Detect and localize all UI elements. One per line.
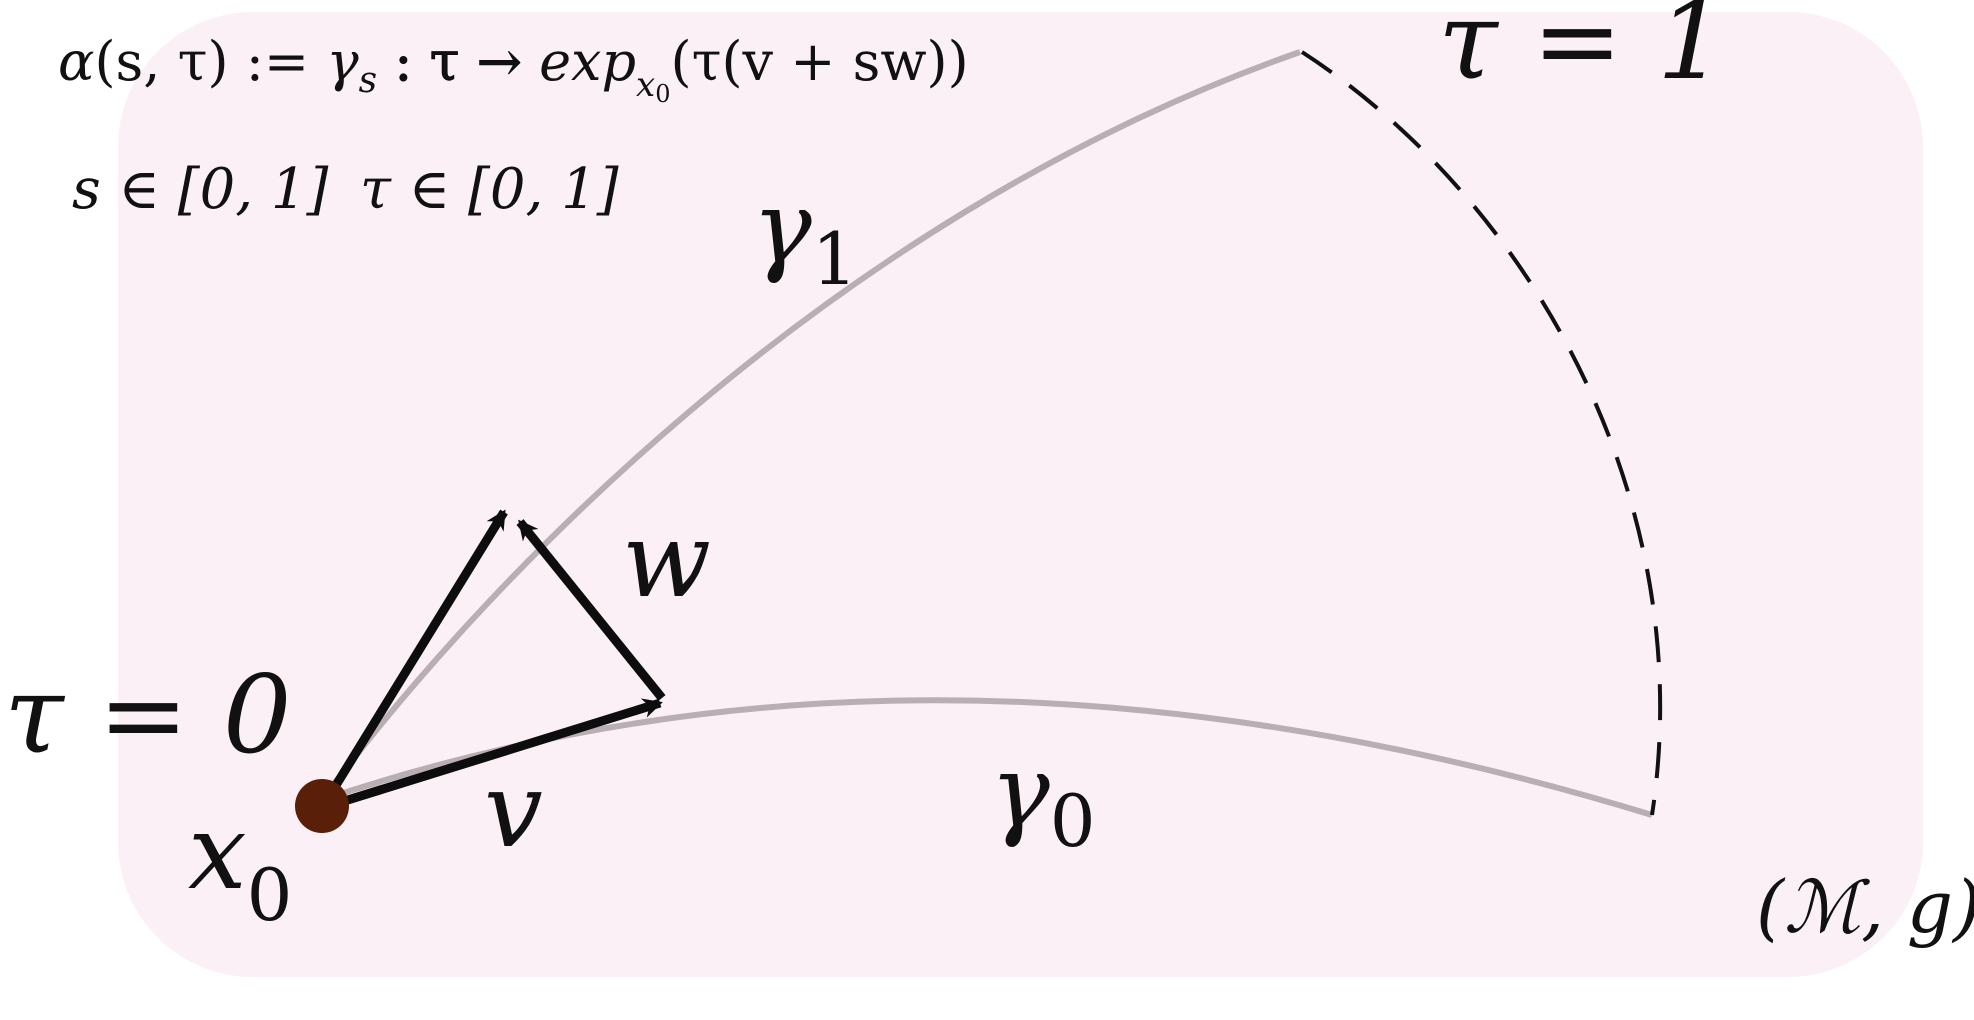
alpha-symbol: α	[58, 30, 94, 93]
gamma0-label: γ0	[990, 733, 1096, 863]
manifold-label: (ℳ, g)	[1756, 865, 1974, 949]
assign-operator: :=	[229, 30, 327, 93]
s-range: s ∈ [0, 1]	[72, 157, 329, 222]
exp-subscript: x	[636, 65, 655, 105]
alpha-definition: α(s, τ) := γs : τ → expx0(τ(v + sw))	[58, 30, 969, 108]
base-point-x0	[295, 779, 349, 833]
geodesic-gamma1-curve	[319, 49, 1301, 802]
tau-range: τ ∈ [0, 1]	[360, 157, 619, 222]
exp-argument: (τ(v + sw))	[671, 30, 969, 93]
gamma-subscript: s	[359, 60, 377, 101]
vector-v-plus-w-arrow	[318, 509, 508, 811]
gamma-symbol: γ	[326, 30, 359, 93]
gamma1-label: γ1	[752, 169, 858, 301]
exp-function: exp	[539, 30, 636, 93]
x0-label: x0	[188, 791, 292, 937]
tau-one-dashed-arc	[1300, 50, 1663, 816]
geodesic-gamma0-curve	[321, 697, 1653, 818]
v-label: v	[484, 749, 543, 871]
alpha-args: (s, τ)	[94, 30, 228, 93]
vector-v-arrow	[320, 698, 663, 813]
w-label: w	[622, 499, 711, 621]
tau-one-label: τ = 1	[1438, 0, 1726, 104]
tau-zero-label: τ = 0	[4, 653, 292, 778]
exp-subscript-index: 0	[655, 80, 670, 108]
vector-w-arrow	[516, 519, 666, 701]
map-arrow: : τ →	[377, 30, 539, 93]
